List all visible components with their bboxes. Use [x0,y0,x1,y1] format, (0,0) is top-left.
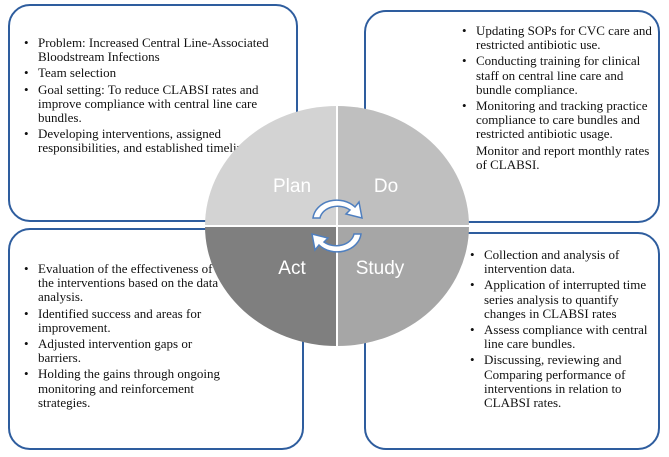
do-box: Updating SOPs for CVC care and restricte… [364,10,660,223]
plan-label: Plan [273,176,311,197]
do-list: Updating SOPs for CVC care and restricte… [458,23,656,174]
do-item: Conducting training for clinical staff o… [458,54,656,97]
plan-item: Goal setting: To reduce CLABSI rates and… [20,82,290,126]
act-item: Adjusted intervention gaps or barriers. [20,336,230,365]
act-item: Identified success and areas for improve… [20,306,230,335]
plan-item: Developing interventions, assigned respo… [20,127,290,156]
do-label: Do [374,176,398,197]
cycle-arrow-upper-icon [312,199,363,220]
cycle-arrows-icon [311,199,363,253]
cycle-arrow-lower-icon [311,232,362,253]
plan-list: Problem: Increased Central Line-Associat… [20,35,290,158]
do-item: Monitoring and tracking practice complia… [458,98,656,142]
act-quadrant [205,226,337,346]
do-item-extra: Monitor and report monthly rates of CLAB… [476,142,650,172]
study-item: Application of interrupted time series a… [466,278,656,321]
plan-item: Team selection [20,66,290,81]
act-item: Holding the gains through ongoing monito… [20,367,230,410]
study-quadrant [337,226,469,346]
study-box: Collection and analysis of intervention … [364,232,660,450]
study-label: Study [356,258,405,279]
act-list: Evaluation of the effectiveness of the i… [20,261,230,412]
plan-box: Problem: Increased Central Line-Associat… [8,4,298,222]
plan-item: Problem: Increased Central Line-Associat… [20,35,290,64]
study-item: Discussing, reviewing and Comparing perf… [466,353,656,410]
do-item: Updating SOPs for CVC care and restricte… [458,23,656,52]
do-quadrant [337,106,469,226]
plan-quadrant [205,106,337,226]
act-label: Act [278,258,306,279]
study-list: Collection and analysis of intervention … [466,247,656,412]
act-item: Evaluation of the effectiveness of the i… [20,261,230,305]
study-item: Assess compliance with central line care… [466,322,656,351]
study-item: Collection and analysis of intervention … [466,247,656,276]
